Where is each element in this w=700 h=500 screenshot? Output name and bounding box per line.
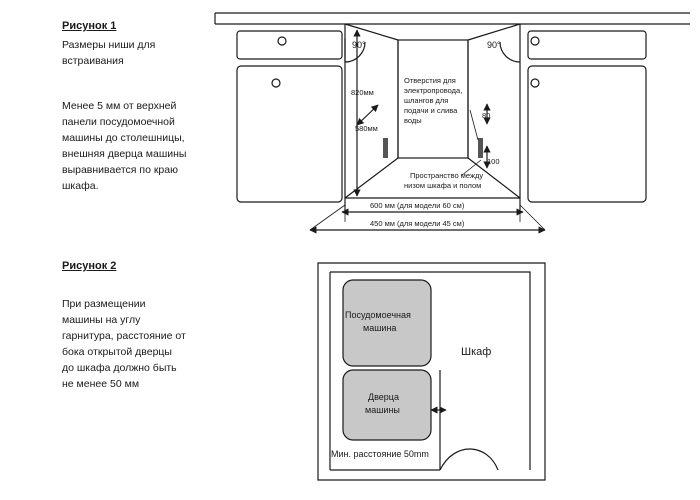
cabinet-label: Шкаф: [461, 346, 491, 358]
angle-arc-right: [499, 41, 521, 63]
holes-line: электропровода,: [404, 86, 462, 95]
holes-line: Отверстия для: [404, 76, 456, 85]
note-line: При размещении: [62, 298, 146, 310]
door-line: Дверца: [368, 392, 399, 402]
left-inlet: [383, 138, 388, 158]
handle-icon: [530, 78, 540, 88]
note-line: бока открытой дверцы: [62, 346, 172, 358]
holes-line: шлангов для: [404, 96, 448, 105]
figure1-title: Рисунок 1: [62, 20, 117, 32]
dishwasher-line: машина: [363, 323, 396, 333]
depth-dimension: [356, 104, 379, 126]
right-inlet: [478, 138, 483, 158]
caption-line: встраивания: [62, 55, 124, 67]
handle-icon: [271, 78, 281, 88]
note-line: панели посудомоечной: [62, 116, 175, 128]
dim-80-label: 80: [482, 111, 490, 120]
caption-line: Размеры ниши для: [62, 39, 156, 51]
note-line: гарнитура, расстояние от: [62, 330, 186, 342]
dishwasher-line: Посудомоечная: [345, 310, 411, 320]
note-line: шкафа.: [62, 180, 99, 192]
space-line: Пространство между: [410, 171, 483, 180]
min-distance-label: Мин. расстояние 50mm: [331, 449, 429, 459]
figure2-note: При размещении машины на углу гарнитура,…: [62, 296, 186, 392]
depth-label: 580мм: [355, 124, 378, 133]
height-label: 820мм: [351, 88, 374, 97]
dishwasher-label: Посудомоечная машина: [345, 310, 411, 333]
width-60-label: 600 мм (для модели 60 см): [370, 201, 465, 210]
room-outline: [317, 262, 546, 481]
figure1-drawing: [214, 12, 690, 234]
cabinet-door-swing: [439, 448, 499, 471]
space-line: низом шкафа и полом: [404, 181, 481, 190]
note-line: машины до столешницы,: [62, 132, 185, 144]
holes-label: Отверстия для электропровода, шлангов дл…: [404, 76, 462, 125]
figure1-caption: Размеры ниши для встраивания: [62, 37, 155, 69]
door-line: машины: [365, 405, 400, 415]
angle-label-left: 90°: [352, 40, 366, 50]
holes-line: подачи и слива: [404, 106, 458, 115]
figure1-note: Менее 5 мм от верхней панели посудомоечн…: [62, 98, 186, 194]
note-line: выравнивается по краю: [62, 164, 178, 176]
handle-icon: [277, 36, 287, 46]
note-line: Менее 5 мм от верхней: [62, 100, 177, 112]
note-line: не менее 50 мм: [62, 378, 140, 390]
holes-line: воды: [404, 116, 422, 125]
right-cabinet: [519, 24, 647, 210]
cabinet-outline: [330, 271, 531, 470]
note-line: внешняя дверца машины: [62, 148, 187, 160]
left-cabinet: [236, 24, 346, 210]
dim-100-label: 100: [487, 157, 500, 166]
dishwasher-door: [342, 369, 432, 441]
figure2-drawing: [317, 262, 546, 481]
handle-icon: [530, 36, 540, 46]
door-label: Дверца машины: [365, 392, 400, 415]
width-45-label: 450 мм (для модели 45 см): [370, 219, 465, 228]
niche: [344, 23, 521, 199]
figure2-title: Рисунок 2: [62, 260, 117, 272]
countertop: [214, 12, 690, 25]
space-label: Пространство между низом шкафа и полом: [404, 171, 483, 190]
note-line: машины на углу: [62, 314, 141, 326]
note-line: до шкафа должно быть: [62, 362, 177, 374]
dishwasher-body: [342, 279, 432, 367]
angle-label-right: 90°: [487, 40, 501, 50]
